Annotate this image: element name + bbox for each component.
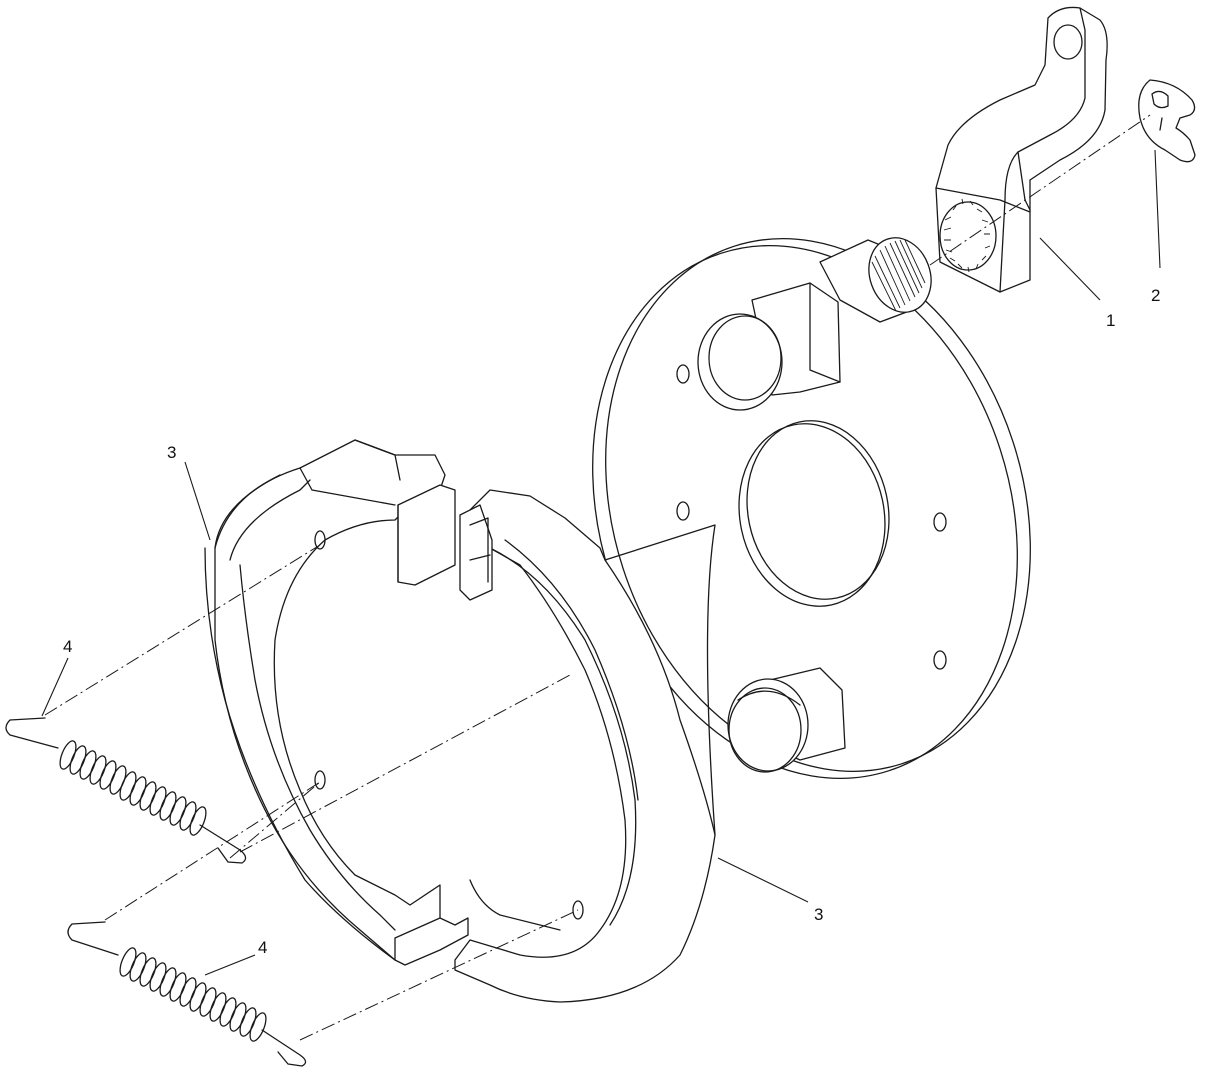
callout-3-right-shoe: 3 (814, 905, 823, 924)
lower-anchor-pin (727, 667, 846, 773)
callout-4-lower-spring: 4 (258, 938, 267, 957)
alignment-centerlines (44, 114, 1151, 1041)
return-spring-lower (67, 921, 307, 1067)
retaining-e-clip (1138, 79, 1196, 163)
upper-anchor-cam (697, 282, 841, 411)
brake-shoe-right (454, 489, 716, 1003)
brake-shoe-left (204, 439, 469, 966)
leader-lines (41, 149, 1161, 976)
return-spring-upper (5, 717, 247, 864)
callout-1: 1 (1106, 311, 1115, 330)
camshaft-splined (819, 237, 932, 323)
cam-lever-arm (935, 6, 1108, 293)
callout-4-upper-spring: 4 (63, 637, 72, 656)
callout-2: 2 (1151, 286, 1160, 305)
callout-3-left-shoe: 3 (167, 443, 176, 462)
